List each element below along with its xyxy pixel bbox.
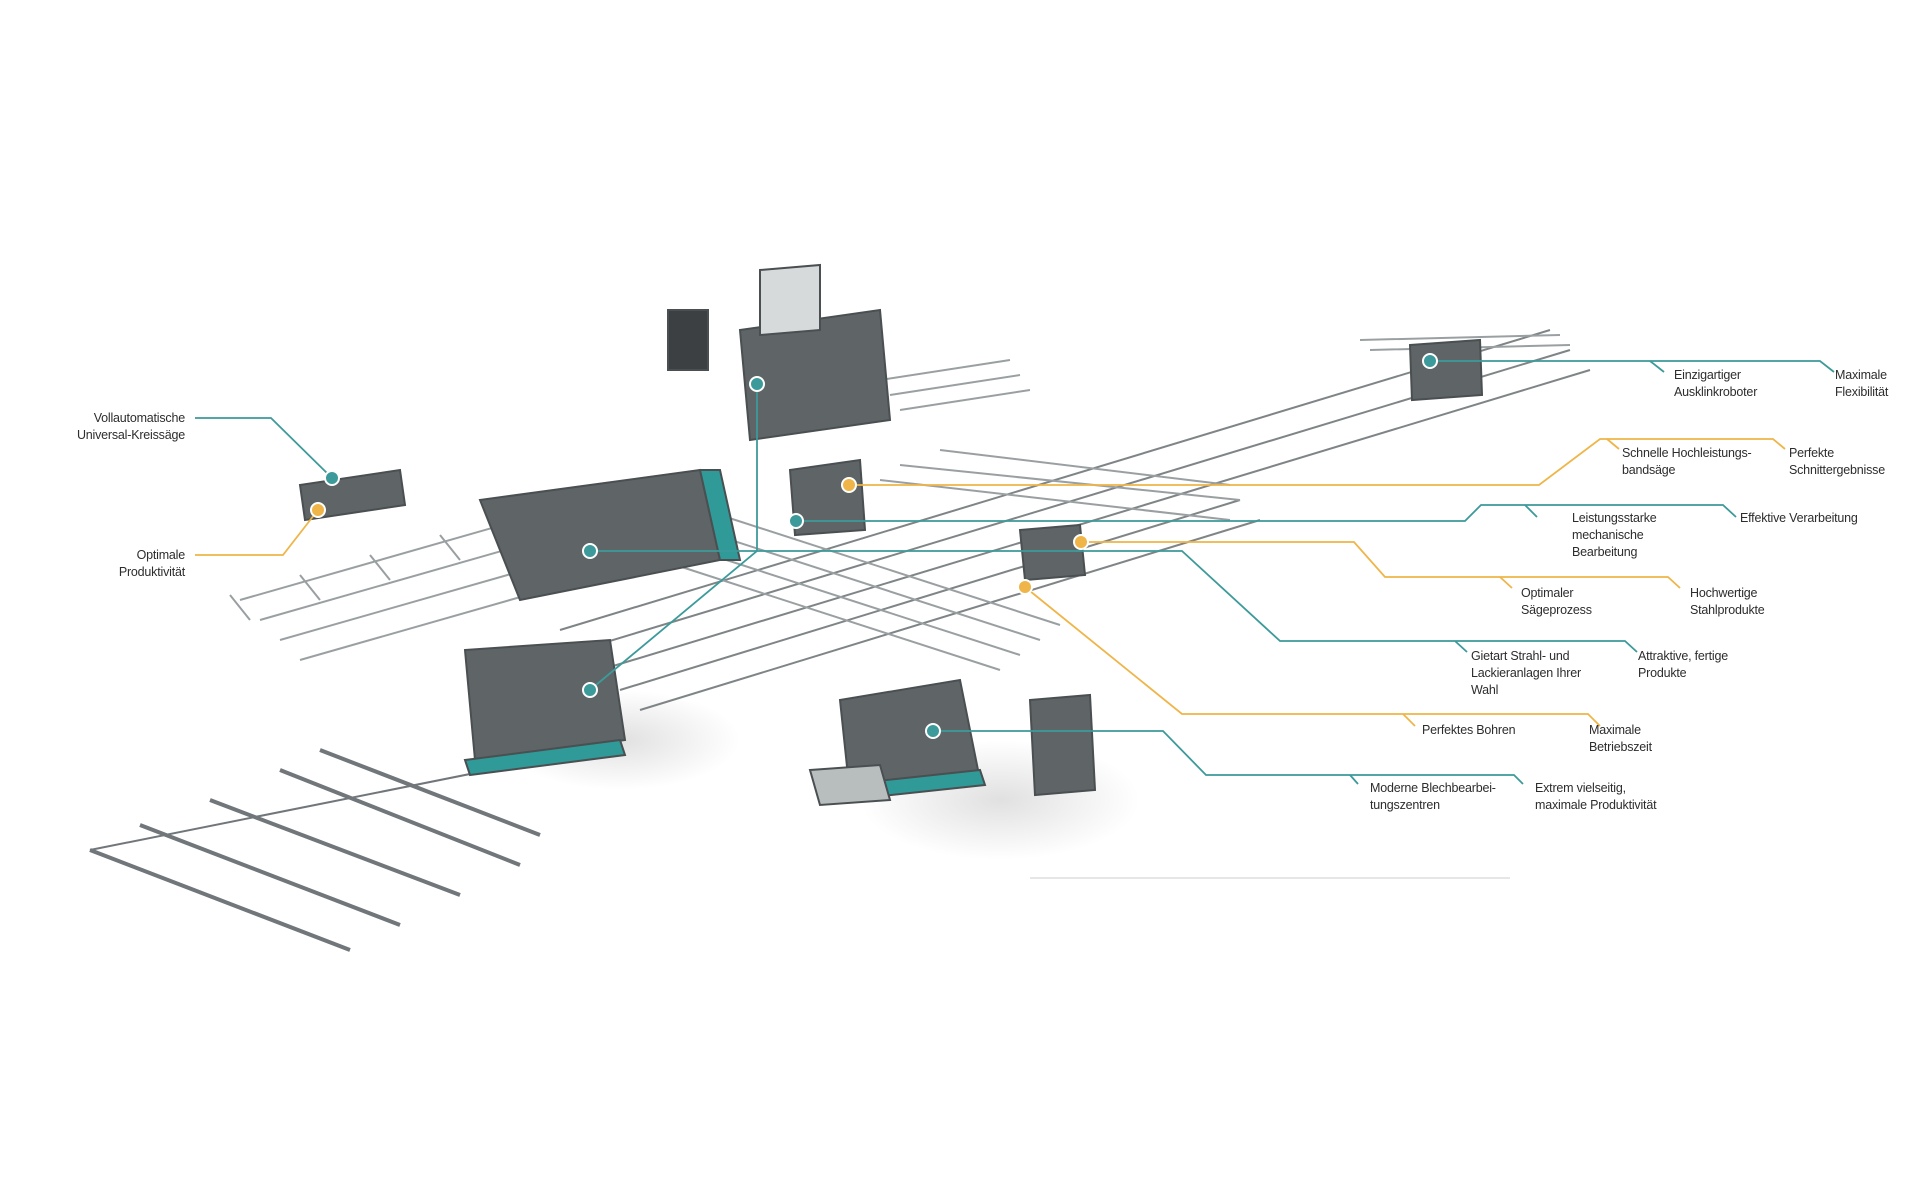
label-line: Stahlprodukte bbox=[1690, 603, 1765, 617]
callout-line-kreissaege bbox=[195, 417, 333, 479]
label-line: Effektive Verarbeitung bbox=[1740, 511, 1858, 525]
label-line: Gietart Strahl- und bbox=[1471, 649, 1570, 663]
conveyor-rails-lower-left bbox=[89, 748, 541, 952]
label-line: Extrem vielseitig, bbox=[1535, 781, 1626, 795]
label-line: Ausklinkroboter bbox=[1674, 385, 1758, 399]
conveyor-rails-cross bbox=[229, 334, 1571, 671]
label-line: Produkte bbox=[1638, 666, 1687, 680]
label-line: maximale Produktivität bbox=[1535, 798, 1657, 812]
label-line: Wahl bbox=[1471, 683, 1499, 697]
label-bohren: Perfektes Bohren bbox=[1422, 722, 1516, 739]
callout-line-bandsaege bbox=[849, 438, 1786, 486]
label-line: mechanische bbox=[1572, 528, 1644, 542]
label-line: bandsäge bbox=[1622, 463, 1676, 477]
callout-line-strahl bbox=[590, 550, 1638, 653]
label-line: Universal-Kreissäge bbox=[76, 428, 185, 442]
machine-blocks bbox=[298, 263, 1484, 807]
label-line: Optimaler bbox=[1521, 586, 1574, 600]
label-line: Optimale bbox=[136, 548, 186, 562]
label-line: Maximale bbox=[1589, 723, 1641, 737]
label-line: Moderne Blechbearbei- bbox=[1370, 781, 1496, 795]
label-line: tungszentren bbox=[1370, 798, 1440, 812]
label-line: Perfektes Bohren bbox=[1422, 723, 1516, 737]
callout-line-mechanisch bbox=[796, 504, 1737, 522]
callout-line-saege bbox=[1081, 541, 1681, 589]
label-line: Schnittergebnisse bbox=[1789, 463, 1885, 477]
label-effektiv: Effektive Verarbeitung bbox=[1740, 510, 1858, 527]
label-line: Lackieranlagen Ihrer bbox=[1471, 666, 1581, 680]
machinery-illustration bbox=[89, 263, 1591, 952]
callout-line-bohren bbox=[1024, 586, 1601, 727]
label-bandsaege: Schnelle Hochleistungs-bandsäge bbox=[1622, 445, 1752, 479]
label-line: Attraktive, fertige bbox=[1638, 649, 1728, 663]
label-blech: Moderne Blechbearbei-tungszentren bbox=[1370, 780, 1496, 814]
label-line: Schnelle Hochleistungs- bbox=[1622, 446, 1752, 460]
label-line: Produktivität bbox=[118, 565, 185, 579]
label-line: Hochwertige bbox=[1690, 586, 1758, 600]
label-line: Leistungsstarke bbox=[1572, 511, 1657, 525]
label-line: Bearbeitung bbox=[1572, 545, 1638, 559]
label-line: Perfekte bbox=[1789, 446, 1834, 460]
callout-line-produktivitaet bbox=[195, 509, 319, 556]
label-line: Sägeprozess bbox=[1521, 603, 1592, 617]
label-vielseitig: Extrem vielseitig, maximale Produktivität bbox=[1535, 780, 1657, 814]
label-line: Flexibilität bbox=[1835, 385, 1889, 399]
label-line: Maximale bbox=[1835, 368, 1887, 382]
label-line: Einzigartiger bbox=[1674, 368, 1741, 382]
label-line: Betriebszeit bbox=[1589, 740, 1652, 754]
callout-line-ausklink bbox=[1430, 360, 1835, 373]
label-line: Vollautomatische bbox=[93, 411, 186, 425]
callout-line-blech bbox=[933, 730, 1524, 785]
hotspot-dots bbox=[310, 353, 1438, 739]
callout-lines bbox=[195, 360, 1835, 785]
